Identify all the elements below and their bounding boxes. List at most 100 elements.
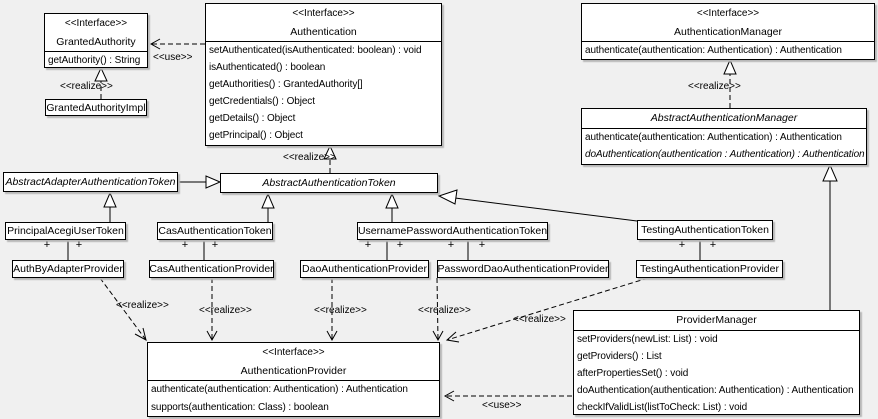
class-name: UsernamePasswordAuthenticationToken (357, 225, 548, 237)
realize-label: <<realize>> (513, 314, 566, 325)
class-principal-acegi-user-token[interactable]: PrincipalAcegiUserToken (5, 222, 126, 240)
edge-generalization-cas-authentication-token[interactable] (261, 192, 275, 222)
stereotype-label: <<Interface>> (292, 8, 355, 19)
method-row: getAuthority() : String (48, 55, 141, 66)
use-label: <<use>> (482, 400, 522, 411)
class-auth-by-adapter-provider[interactable]: AuthByAdapterProvider (12, 260, 124, 278)
plus-marker: + (211, 239, 219, 251)
method-row: authenticate(authentication: Authenticat… (585, 132, 842, 143)
method-row: doAuthentication(authentication : Authen… (585, 149, 865, 160)
edge-use-providermanager-to-authenticationprovider[interactable] (443, 390, 572, 402)
edge-realize-grantedauthorityimpl[interactable] (94, 66, 108, 99)
method-row: getDetails() : Object (209, 113, 296, 124)
edge-realize-passworddao-provider[interactable] (432, 277, 444, 342)
stereotype-label: <<Interface>> (262, 347, 325, 358)
class-name: AbstractAuthenticationToken (262, 177, 396, 189)
class-abstract-adapter-authentication-token[interactable]: AbstractAdapterAuthenticationToken (3, 172, 178, 192)
edge-realize-abstract-manager-to-authentication-manager[interactable] (723, 58, 737, 108)
class-header: <<Interface>> GrantedAuthority (45, 14, 147, 51)
class-name: CasAuthenticationToken (158, 225, 272, 237)
method-row: doAuthentication(authentication: Authent… (577, 385, 854, 396)
edge-realize-cas-provider[interactable] (206, 278, 218, 342)
class-dao-authentication-provider[interactable]: DaoAuthenticationProvider (300, 260, 429, 278)
class-name: AbstractAdapterAuthenticationToken (5, 176, 176, 188)
class-header: <<Interface>> Authentication (206, 4, 441, 41)
class-name: AuthenticationProvider (240, 365, 347, 377)
class-name: CasAuthenticationProvider (149, 263, 274, 275)
class-authentication-provider[interactable]: <<Interface>> AuthenticationProvider aut… (147, 342, 440, 417)
method-compartment: setProviders(newList: List) : void getPr… (574, 330, 859, 414)
stereotype-label: <<Interface>> (64, 18, 128, 29)
class-abstract-authentication-manager[interactable]: AbstractAuthenticationManager authentica… (581, 108, 867, 165)
class-name: Authentication (290, 26, 357, 38)
class-provider-manager[interactable]: ProviderManager setProviders(newList: Li… (573, 310, 860, 415)
plus-marker: + (447, 239, 455, 251)
edge-use-authentication-to-grantedauthority[interactable] (149, 38, 205, 50)
edge-realize-testing-provider[interactable] (445, 277, 649, 343)
class-testing-authentication-token[interactable]: TestingAuthenticationToken (637, 220, 773, 240)
edge-realize-dao-provider[interactable] (326, 278, 338, 342)
method-row: getCredentials() : Object (209, 96, 315, 107)
class-granted-authority-impl[interactable]: GrantedAuthorityImpl (45, 99, 147, 116)
class-authentication[interactable]: <<Interface>> Authentication setAuthenti… (205, 3, 442, 146)
method-row: getAuthorities() : GrantedAuthority[] (209, 79, 363, 90)
edge-realize-authbyadapter-provider[interactable] (99, 277, 147, 341)
edge-generalization-testing-authentication-token[interactable] (437, 189, 638, 222)
plus-marker: + (181, 239, 189, 251)
plus-marker: + (678, 239, 686, 251)
edge-generalization-username-password-token[interactable] (385, 192, 399, 222)
class-name: PasswordDaoAuthenticationProvider (437, 263, 609, 275)
method-row: setProviders(newList: List) : void (577, 334, 718, 345)
class-testing-authentication-provider[interactable]: TestingAuthenticationProvider (636, 260, 783, 278)
class-authentication-manager[interactable]: <<Interface>> AuthenticationManager auth… (581, 3, 875, 60)
realize-label: <<realize>> (199, 305, 252, 316)
realize-label: <<realize>> (116, 300, 169, 311)
edge-generalization-abstract-adapter-token-to-abstract-token[interactable] (178, 175, 222, 189)
method-row: authenticate(authentication: Authenticat… (151, 384, 408, 395)
realize-label: <<realize>> (314, 305, 367, 316)
method-row: checkIfValidList(listToCheck: List) : vo… (577, 402, 748, 413)
edge-generalization-provider-manager-to-abstract-authentication-manager[interactable] (822, 163, 838, 310)
method-compartment: authenticate(authentication: Authenticat… (148, 380, 439, 416)
class-name: GrantedAuthority (56, 36, 136, 48)
method-compartment: authenticate(authentication: Authenticat… (582, 128, 866, 163)
method-row: setAuthenticated(isAuthenticated: boolea… (209, 45, 422, 56)
plus-marker: + (364, 239, 372, 251)
stereotype-label: <<Interface>> (696, 8, 760, 19)
class-granted-authority[interactable]: <<Interface>> GrantedAuthority getAuthor… (44, 13, 148, 68)
realize-label: <<realize>> (418, 305, 471, 316)
class-name: AbstractAuthenticationManager (650, 112, 798, 124)
class-header: AbstractAuthenticationManager (582, 109, 866, 128)
method-row: isAuthenticated() : boolean (209, 62, 326, 73)
plus-marker: + (75, 239, 83, 251)
realize-label: <<realize>> (688, 81, 741, 92)
class-username-password-authentication-token[interactable]: UsernamePasswordAuthenticationToken (357, 222, 548, 240)
class-name: TestingAuthenticationProvider (640, 263, 779, 275)
plus-marker: + (396, 239, 404, 251)
plus-marker: + (709, 239, 717, 251)
class-header: ProviderManager (574, 311, 859, 330)
class-name: AuthByAdapterProvider (13, 263, 123, 275)
method-row: afterPropertiesSet() : void (577, 368, 689, 379)
method-row: supports(authentication: Class) : boolea… (151, 402, 329, 413)
realize-label: <<realize>> (60, 81, 113, 92)
method-row: getProviders() : List (577, 351, 662, 362)
class-cas-authentication-provider[interactable]: CasAuthenticationProvider (149, 260, 274, 278)
class-header: <<Interface>> AuthenticationManager (582, 4, 874, 41)
realize-label: <<realize>> (283, 152, 336, 163)
edge-generalization-principal-acegi-user-token[interactable] (103, 191, 117, 222)
method-row: authenticate(authentication: Authenticat… (585, 45, 842, 56)
plus-marker: + (478, 239, 486, 251)
class-name: AuthenticationManager (674, 26, 782, 38)
method-compartment: setAuthenticated(isAuthenticated: boolea… (206, 41, 441, 144)
method-row: getPrincipal() : Object (209, 130, 303, 141)
edge-realize-abstract-token-to-authentication[interactable] (323, 144, 337, 173)
class-password-dao-authentication-provider[interactable]: PasswordDaoAuthenticationProvider (437, 260, 609, 278)
class-cas-authentication-token[interactable]: CasAuthenticationToken (157, 222, 273, 240)
method-compartment: getAuthority() : String (45, 51, 147, 67)
class-name: ProviderManager (676, 314, 757, 326)
class-name: DaoAuthenticationProvider (302, 263, 427, 275)
class-abstract-authentication-token[interactable]: AbstractAuthenticationToken (220, 173, 438, 193)
